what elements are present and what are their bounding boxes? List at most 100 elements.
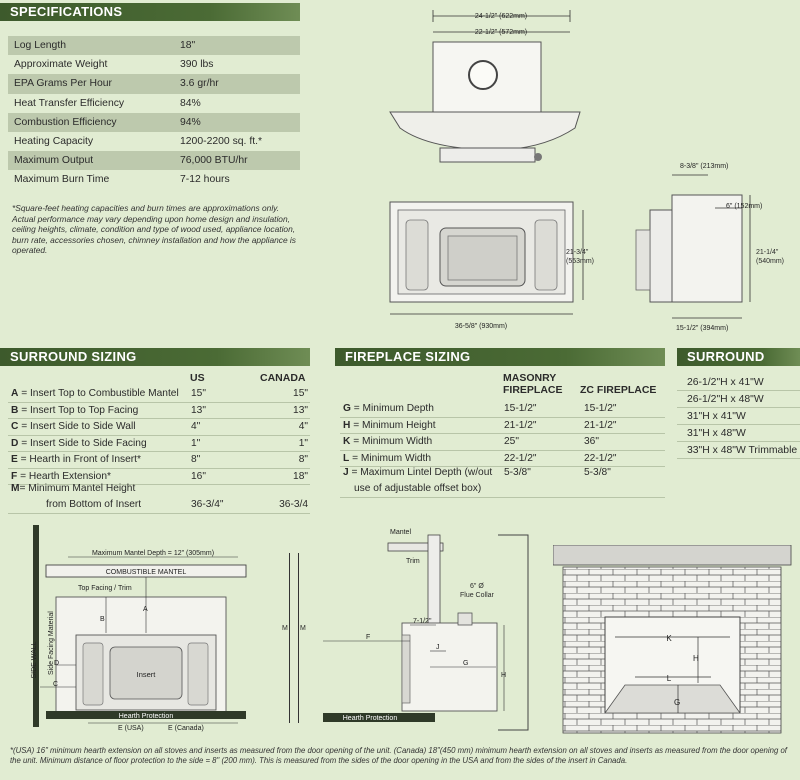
width-inner-label: 22-1/2" (572mm) bbox=[475, 29, 527, 36]
dim-g-label: G bbox=[463, 660, 468, 667]
surround-title: SURROUND bbox=[687, 349, 765, 364]
dim-d-label: D bbox=[54, 660, 59, 667]
zc-value: 22-1/2" bbox=[584, 452, 617, 464]
us-value: 1" bbox=[191, 437, 201, 449]
spec-value: 84% bbox=[180, 97, 201, 109]
surround-item: 31"H x 41"W bbox=[677, 408, 800, 425]
spec-label: Maximum Output bbox=[14, 155, 94, 167]
row-key: K bbox=[343, 436, 351, 448]
side-facing-label: Side Facing Material bbox=[48, 611, 55, 675]
zc-value: 21-1/2" bbox=[584, 419, 617, 431]
insert-label: Insert bbox=[137, 670, 157, 679]
surround-item: 31"H x 48"W bbox=[677, 425, 800, 442]
e-canada-label: E (Canada) bbox=[168, 725, 204, 732]
col-zc: ZC FIREPLACE bbox=[580, 384, 657, 396]
spec-label: Approximate Weight bbox=[14, 59, 108, 71]
dim-k-label: K bbox=[666, 634, 672, 643]
dim-j-label: J bbox=[436, 644, 440, 651]
fireplace-sizing-title: FIREPLACE SIZING bbox=[345, 349, 471, 364]
dim-g-label-3: G bbox=[674, 698, 680, 707]
row-label: = Insert Side to Side Wall bbox=[18, 421, 136, 433]
side-wall-label: SIDE WALL bbox=[31, 641, 38, 678]
row-key: G bbox=[343, 403, 351, 415]
dim-b-label: B bbox=[100, 616, 105, 623]
fireplace-sizing-table: G = Minimum Depth 15-1/2" 15-1/2" H = Minim… bbox=[340, 401, 665, 467]
dim-m-label: M bbox=[282, 625, 288, 632]
spec-label: Combustion Efficiency bbox=[14, 116, 117, 128]
row-key: L bbox=[343, 452, 350, 464]
front-width-label: 36-5/8" (930mm) bbox=[455, 323, 507, 330]
masonry-value: 15-1/2" bbox=[504, 403, 537, 415]
row-label: = Insert Side to Side Facing bbox=[18, 437, 147, 449]
side-depth-label: 15-1/2" (394mm) bbox=[676, 325, 728, 332]
us-value: 15" bbox=[191, 388, 206, 400]
canada-value: 4" bbox=[298, 421, 308, 433]
e-usa-label: E (USA) bbox=[118, 725, 144, 732]
footer-note: *(USA) 16" minimum hearth extension on a… bbox=[10, 746, 787, 765]
spec-label: EPA Grams Per Hour bbox=[14, 78, 112, 90]
mantel-label: Mantel bbox=[390, 529, 411, 536]
spec-value: 390 lbs bbox=[180, 59, 214, 71]
dim-a-label: A bbox=[143, 606, 148, 613]
row-key: D bbox=[11, 437, 19, 449]
front-height-dim: 21-3/4" (553mm) bbox=[566, 249, 595, 265]
row-label: = Hearth in Front of Insert* bbox=[17, 454, 141, 466]
canada-value: 8" bbox=[298, 454, 308, 466]
trim-label: Trim bbox=[406, 558, 420, 565]
insert-dimension-diagram: 24-1/2" (622mm) 22-1/2" (572mm) 36-5/8" … bbox=[389, 10, 762, 332]
row-key: B bbox=[11, 404, 19, 416]
fireplace-sizing-row: G = Minimum Depth 15-1/2" 15-1/2" bbox=[340, 401, 665, 418]
row-label: = Minimum Width bbox=[349, 452, 432, 464]
us-value: 16" bbox=[191, 470, 206, 482]
brick-fireplace-diagram: K H L G bbox=[553, 545, 792, 734]
row-key: H bbox=[343, 419, 351, 431]
canada-value: 1" bbox=[298, 437, 308, 449]
us-value: 8" bbox=[191, 454, 201, 466]
spec-value: 7-12 hours bbox=[180, 174, 230, 186]
hearth-protection-label-2: Hearth Protection bbox=[343, 715, 398, 722]
side-depth-top-label: 8-3/8" (213mm) bbox=[680, 163, 728, 170]
surround-sizing-title: SURROUND SIZING bbox=[10, 349, 137, 364]
surround-elevation-diagram: SIDE WALL Maximum Mantel Depth = 12" (30… bbox=[31, 525, 247, 732]
side-offset-label: 6" (152mm) bbox=[726, 203, 762, 210]
row-label: = Minimum Width bbox=[350, 436, 433, 448]
masonry-value: 25" bbox=[504, 436, 519, 448]
row-key: A bbox=[11, 388, 19, 400]
row-label: = Hearth Extension* bbox=[17, 470, 111, 482]
row-key: E bbox=[11, 454, 18, 466]
row-label: = Minimum Depth bbox=[350, 403, 434, 415]
mantel-depth-label: Maximum Mantel Depth = 12" (305mm) bbox=[92, 550, 214, 557]
specifications-header: SPECIFICATIONS bbox=[0, 3, 300, 21]
zc-value: 15-1/2" bbox=[584, 403, 617, 415]
row-key: F bbox=[11, 470, 18, 482]
row-key: C bbox=[11, 421, 19, 433]
m-dim-line bbox=[289, 553, 290, 723]
canada-value: 18" bbox=[293, 470, 308, 482]
combustible-mantel-label: COMBUSTIBLE MANTEL bbox=[106, 569, 187, 576]
dim-f-label: F bbox=[366, 634, 370, 641]
spec-row: Approximate Weight 390 lbs bbox=[8, 55, 300, 74]
dim-l-label: L bbox=[667, 674, 672, 683]
width-outer-label: 24-1/2" (622mm) bbox=[475, 13, 527, 20]
col-us: US bbox=[190, 372, 205, 384]
fireplace-section-diagram: Mantel Trim 7-1/2" F J G H Hearth Protec… bbox=[323, 529, 529, 731]
surround-sizing-row: E = Hearth in Front of Insert* 8" 8" bbox=[8, 452, 310, 469]
spec-value: 18" bbox=[180, 40, 196, 52]
spec-label: Heating Capacity bbox=[14, 136, 94, 148]
side-height-dim: 21-1/4" (540mm) bbox=[756, 249, 785, 265]
surround-item: 26-1/2"H x 48"W bbox=[677, 391, 800, 408]
canada-value: 13" bbox=[293, 404, 308, 416]
col-canada: CANADA bbox=[260, 372, 306, 384]
